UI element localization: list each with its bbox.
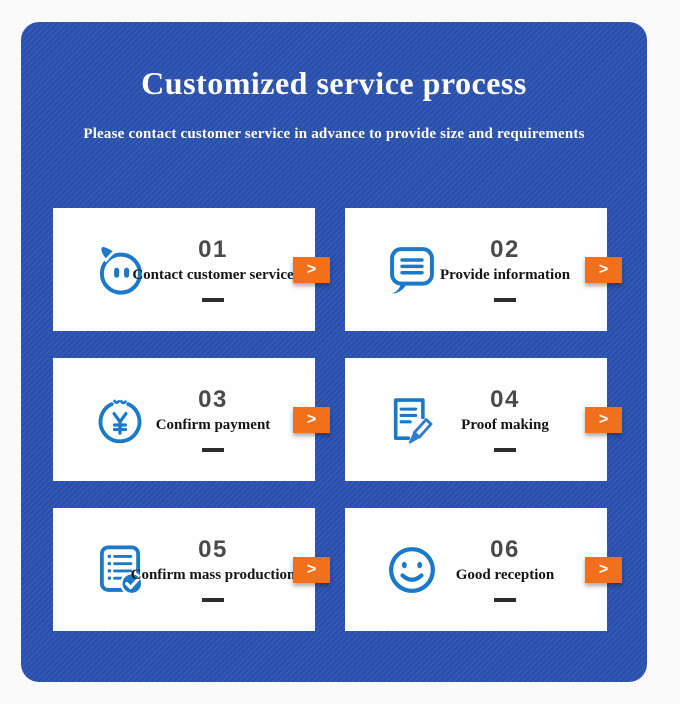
step-label: Contact customer service: [132, 267, 294, 284]
step-number: 05: [198, 536, 228, 564]
next-step-button[interactable]: >: [585, 406, 622, 433]
underline-dash: [494, 598, 516, 602]
step-card-contact-customer-service: 01 Contact customer service >: [53, 208, 330, 331]
underline-dash: [202, 448, 224, 452]
next-step-button[interactable]: >: [293, 256, 330, 283]
next-step-button[interactable]: >: [585, 256, 622, 283]
underline-dash: [202, 298, 224, 302]
step-label: Provide information: [439, 267, 571, 284]
step-number: 04: [490, 386, 520, 414]
step-label: Confirm mass production: [130, 567, 296, 584]
page-title: Customized service process: [141, 65, 527, 101]
step-label: Good reception: [455, 567, 555, 584]
next-step-button[interactable]: >: [293, 406, 330, 433]
message-bubble-icon: [383, 241, 441, 299]
smiley-face-icon: [383, 541, 441, 599]
step-text: 02 Provide information: [439, 236, 607, 302]
underline-dash: [494, 448, 516, 452]
step-text: 06 Good reception: [441, 537, 607, 602]
yuan-payment-icon: [91, 391, 149, 449]
step-card-good-reception: 06 Good reception >: [345, 508, 622, 631]
underline-dash: [202, 598, 224, 602]
service-process-panel: Customized service process Please contac…: [21, 22, 647, 682]
step-text: 04 Proof making: [441, 387, 607, 452]
next-step-button[interactable]: >: [585, 556, 622, 583]
step-card-proof-making: 04 Proof making >: [345, 358, 622, 481]
step-card-confirm-payment: 03 Confirm payment >: [53, 358, 330, 481]
step-label: Proof making: [461, 417, 549, 434]
step-number: 02: [490, 236, 520, 264]
checklist-check-icon: [91, 541, 149, 599]
step-card-provide-information: 02 Provide information >: [345, 208, 622, 331]
step-number: 03: [198, 386, 228, 414]
step-text: 03 Confirm payment: [149, 387, 315, 452]
customer-service-chat-icon: [91, 241, 149, 299]
step-label: Confirm payment: [155, 417, 271, 434]
page-subtitle: Please contact customer service in advan…: [83, 126, 585, 142]
step-number: 06: [490, 536, 520, 564]
underline-dash: [494, 298, 516, 302]
step-card-confirm-mass-production: 05 Confirm mass production >: [53, 508, 330, 631]
steps-grid: 01 Contact customer service > 02 Provide…: [53, 208, 622, 631]
step-text: 05 Confirm mass production: [131, 536, 315, 602]
step-number: 01: [198, 236, 228, 264]
document-edit-icon: [383, 391, 441, 449]
step-text: 01 Contact customer service: [132, 236, 315, 302]
next-step-button[interactable]: >: [293, 556, 330, 583]
